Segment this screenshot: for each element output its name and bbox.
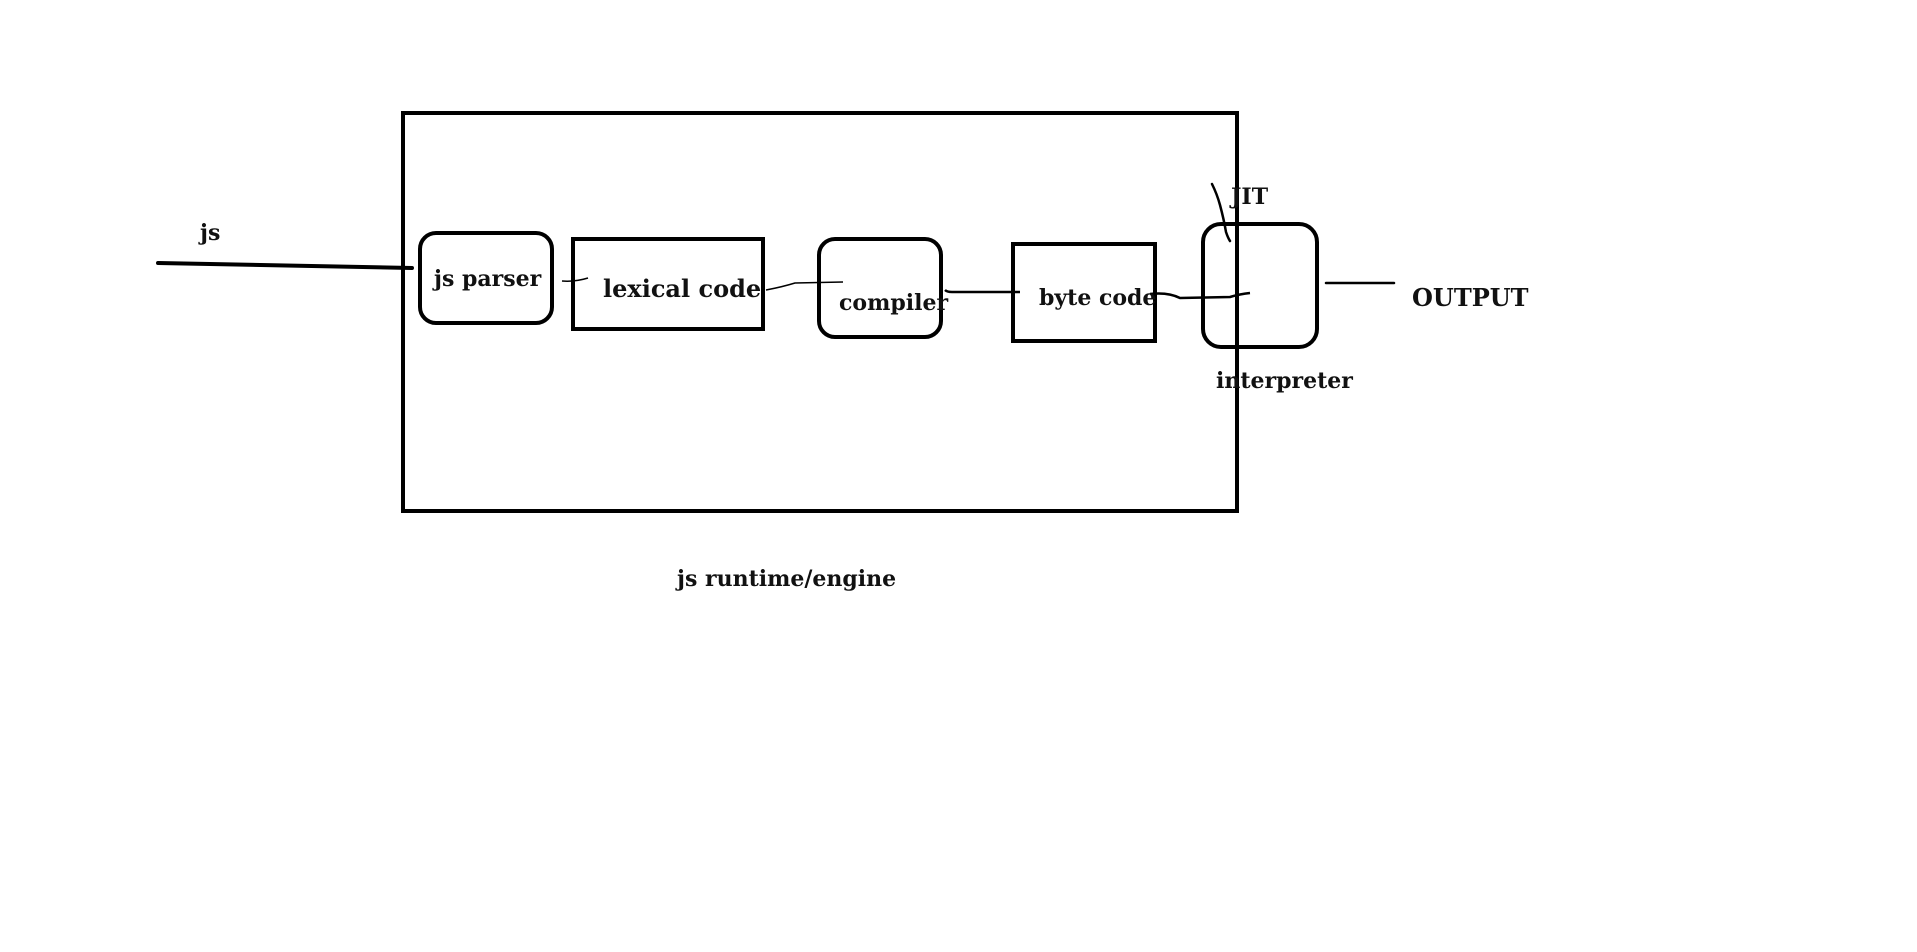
engine-container-box (401, 111, 1239, 513)
jit-hook (1210, 182, 1232, 243)
lexical-code-label: lexical code (603, 274, 762, 303)
input-line (156, 261, 414, 270)
output-label: OUTPUT (1412, 283, 1529, 312)
js-parser-box (418, 231, 554, 325)
input-label: js (200, 220, 221, 246)
interpreter-box (1201, 222, 1319, 349)
lexical-compiler-connector (765, 281, 844, 291)
engine-container-label: js runtime/engine (677, 566, 897, 592)
interpreter-label: interpreter (1216, 368, 1353, 394)
js-parser-label: js parser (434, 266, 542, 292)
compiler-box (817, 237, 943, 339)
jit-label: JIT (1231, 184, 1269, 210)
byte-code-label: byte code (1039, 285, 1157, 311)
compiler-label: compiler (839, 290, 949, 316)
compiler-bytecode-connector (944, 289, 1020, 294)
lexical-code-box (571, 237, 765, 331)
